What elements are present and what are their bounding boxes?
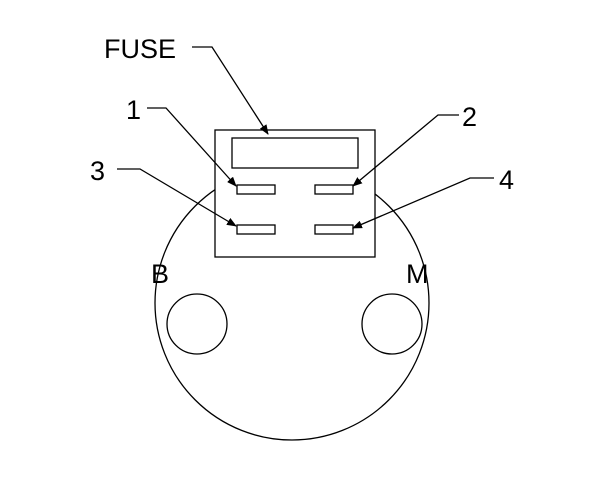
motor-label: M	[406, 259, 429, 289]
terminal-1	[236, 184, 276, 195]
terminal-label-4: 4	[499, 165, 514, 195]
fuse-slot	[231, 137, 359, 169]
terminal-2	[314, 184, 354, 195]
terminal-label-3: 3	[90, 156, 105, 186]
fuse-label: FUSE	[104, 34, 176, 64]
leader-2	[352, 114, 459, 187]
leader-1	[147, 107, 237, 187]
terminal-label-2: 2	[462, 102, 477, 132]
motor-post	[361, 293, 423, 355]
terminal-4	[314, 224, 354, 235]
terminal-label-1: 1	[126, 95, 141, 125]
terminal-3	[236, 224, 276, 235]
fuse-leader	[192, 46, 269, 135]
battery-post	[166, 293, 228, 355]
battery-label: B	[151, 259, 169, 289]
leader-3	[117, 168, 237, 227]
leader-4	[352, 177, 494, 229]
